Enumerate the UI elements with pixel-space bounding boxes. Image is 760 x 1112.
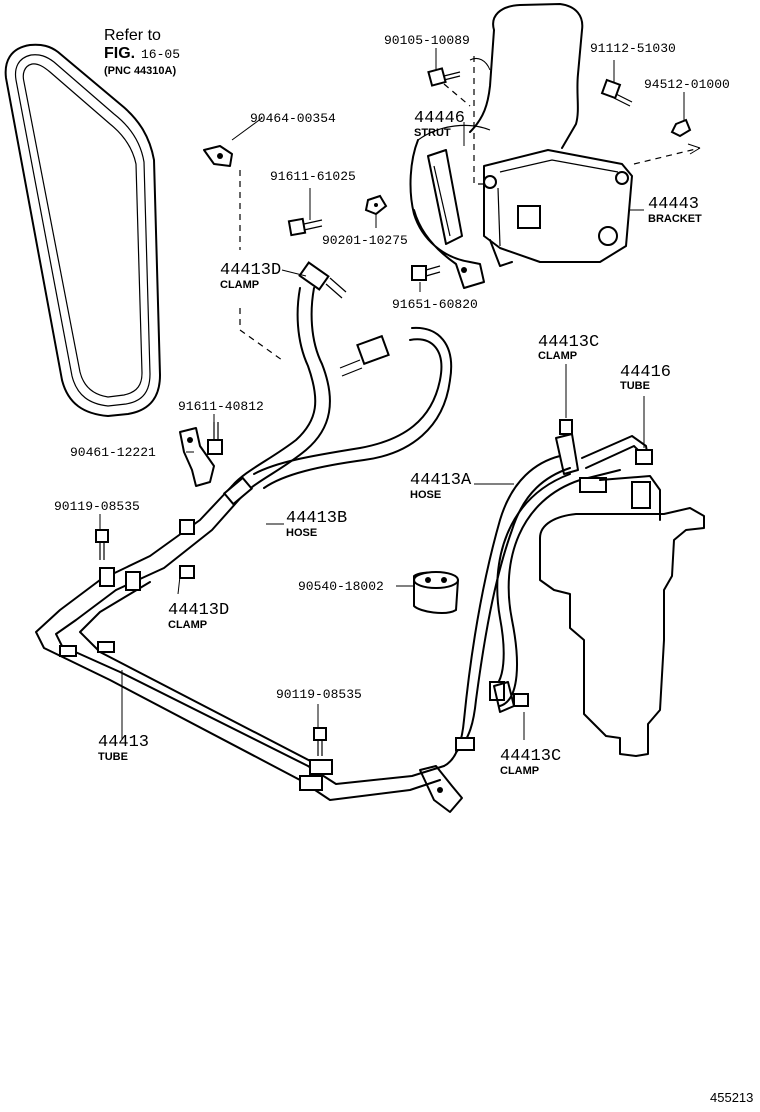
- return-hose-upper: [253, 326, 453, 489]
- label-91651-60820: 91651-60820: [392, 297, 478, 312]
- label-44416: 44416: [620, 363, 671, 382]
- label-90119-08535-b: 90119-08535: [276, 687, 362, 702]
- label-clamp-top: CLAMP: [220, 279, 259, 291]
- label-90461-12221: 90461-12221: [70, 445, 156, 460]
- bolt-91611-40812: [207, 422, 223, 455]
- hose-44413B: [99, 476, 254, 591]
- label-bracket: BRACKET: [648, 213, 702, 225]
- clip-90464-00354: [203, 145, 233, 167]
- label-91112-51030: 91112-51030: [590, 41, 676, 56]
- steering-gear-box: [539, 475, 705, 757]
- pressure-hose-upper: [231, 261, 347, 495]
- reference-fig-number: 16-05: [141, 47, 180, 62]
- label-44443: 44443: [648, 195, 699, 214]
- label-clamp-c-bottom: CLAMP: [500, 765, 539, 777]
- bracket: [483, 149, 633, 267]
- label-hose-a: HOSE: [410, 489, 441, 501]
- label-44446: 44446: [414, 109, 465, 128]
- nut-90201-10275: [364, 194, 388, 216]
- tube-44413: [35, 567, 445, 801]
- reference-refer-to: Refer to: [104, 27, 161, 44]
- hose-44413A: [443, 455, 621, 767]
- bolt-90105-10089: [427, 67, 461, 87]
- leader-lines: [99, 48, 685, 740]
- label-44413C-bottom: 44413C: [500, 747, 561, 766]
- label-44413A: 44413A: [410, 471, 472, 490]
- label-90464-00354: 90464-00354: [250, 111, 336, 126]
- label-90540-18002: 90540-18002: [298, 579, 384, 594]
- label-clamp-mid: CLAMP: [168, 619, 207, 631]
- label-91611-40812: 91611-40812: [178, 399, 264, 414]
- clamp-44413C-bottom: [493, 681, 529, 713]
- label-44413C-top: 44413C: [538, 333, 599, 352]
- label-91611-61025: 91611-61025: [270, 169, 356, 184]
- label-tube-44413: TUBE: [98, 751, 128, 763]
- bolt-90119-08535-b: [313, 727, 327, 756]
- clamp-90461-12221: [179, 427, 215, 487]
- cushion-90540-18002: [413, 571, 459, 614]
- reference-fig: FIG.: [104, 45, 135, 62]
- assembly-guides: [239, 56, 701, 361]
- label-44413: 44413: [98, 733, 149, 752]
- bolt-91651-60820: [411, 265, 441, 281]
- label-hose-b: HOSE: [286, 527, 317, 539]
- bolt-91112-51030: [600, 78, 633, 107]
- label-strut: STRUT: [414, 127, 451, 139]
- bolt-90119-08535-a: [95, 529, 109, 560]
- label-44413B: 44413B: [286, 509, 347, 528]
- pump-reservoir: [469, 3, 584, 149]
- tube-44416: [581, 435, 653, 469]
- diagram-id: 455213: [710, 1090, 753, 1105]
- nut-94512-01000: [670, 118, 692, 138]
- label-clamp-c-top: CLAMP: [538, 350, 577, 362]
- strut: [409, 124, 491, 289]
- clamp-44413C-top: [555, 419, 579, 475]
- reference-pnc: (PNC 44310A): [104, 65, 176, 77]
- label-44413D-top: 44413D: [220, 261, 281, 280]
- label-94512-01000: 94512-01000: [644, 77, 730, 92]
- drive-belt: [4, 43, 161, 417]
- label-90105-10089: 90105-10089: [384, 33, 470, 48]
- label-90201-10275: 90201-10275: [322, 233, 408, 248]
- clamp-bottom: [419, 765, 463, 813]
- label-tube-44416: TUBE: [620, 380, 650, 392]
- label-90119-08535-a: 90119-08535: [54, 499, 140, 514]
- bolt-91611-61025: [287, 217, 323, 237]
- label-44413D-mid: 44413D: [168, 601, 229, 620]
